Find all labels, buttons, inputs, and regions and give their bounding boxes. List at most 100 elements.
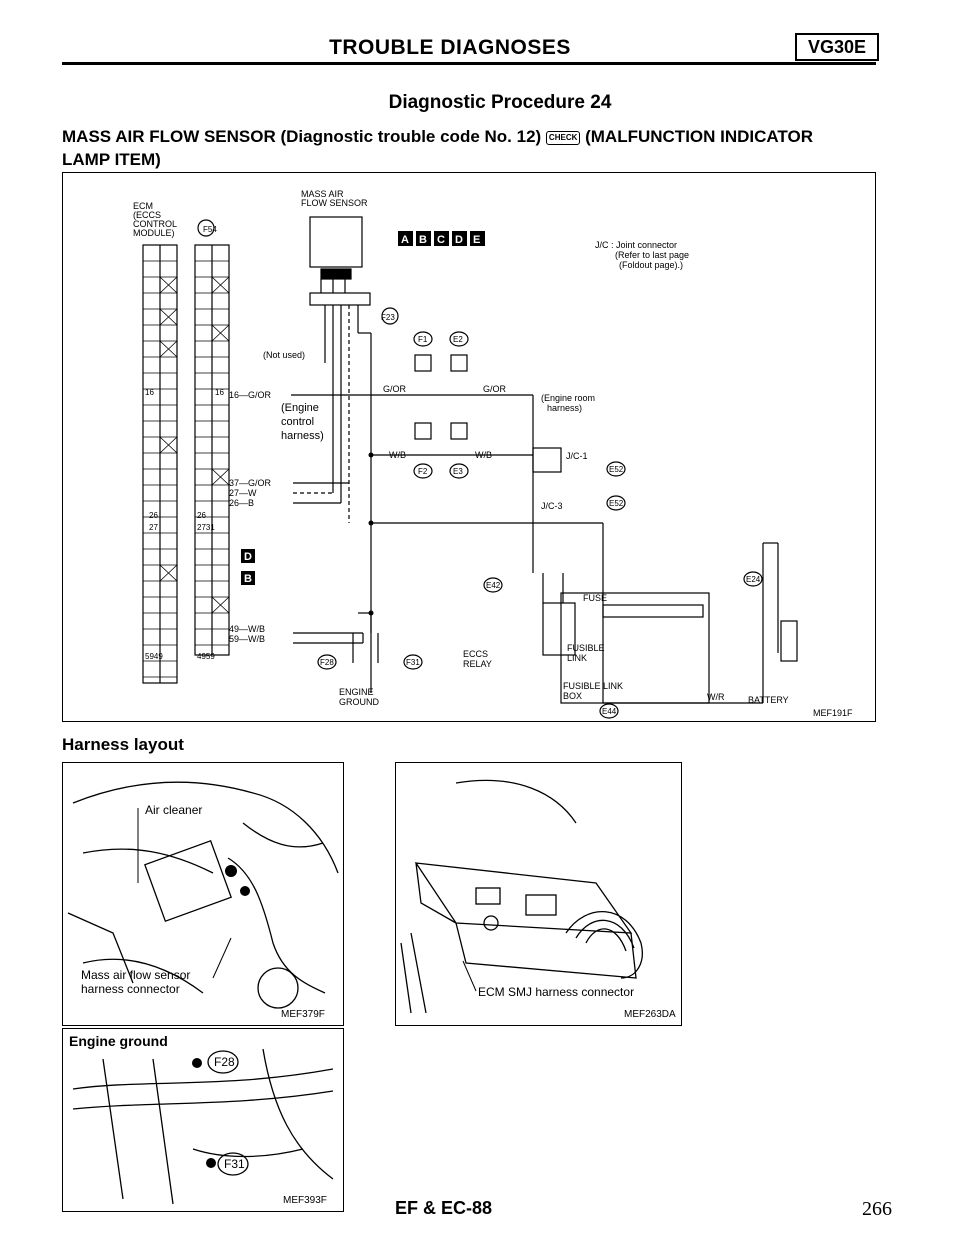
ecm-connector-id: F54	[203, 225, 217, 234]
engine-ground-label-2: GROUND	[339, 697, 379, 707]
wire-27-label: 27—W	[229, 488, 257, 498]
conn-e24: E24	[746, 575, 761, 584]
conn-f28: F28	[320, 658, 334, 667]
engine-harness-label-1: (Engine	[281, 402, 319, 414]
maf-connector-label-2: harness connector	[81, 982, 180, 996]
ecm-label-2: (ECCS	[133, 210, 161, 220]
wire-go-label-a: G/OR	[383, 384, 407, 394]
code-e: E	[473, 234, 480, 246]
procedure-title: Diagnostic Procedure 24	[388, 92, 612, 113]
code-d-mark: D	[244, 551, 252, 563]
conn-f31: F31	[406, 658, 420, 667]
ecm-pin-26-a: 26	[149, 511, 158, 520]
photo-3-sketch	[72, 1048, 334, 1205]
ecm-pin-cross	[159, 276, 178, 294]
photo-1-sketch	[67, 781, 339, 1009]
fusible-link-box-label-1: FUSIBLE LINK	[563, 681, 623, 691]
wire-16-label: 16—G/OR	[229, 390, 272, 400]
photo-f28-label: F28	[214, 1055, 235, 1069]
ecm-label-4: MODULE)	[133, 228, 175, 238]
diagram-ref: MEF191F	[813, 708, 853, 718]
page-number: 266	[862, 1198, 892, 1220]
jc-note-2: (Refer to last page	[615, 250, 689, 260]
fusible-link-box-label-2: BOX	[563, 691, 582, 701]
page-header-title: TROUBLE DIAGNOSES	[329, 36, 571, 59]
header-rule	[62, 62, 876, 65]
ecm-pin-2731-b: 2731	[197, 523, 215, 532]
subheading-part-b: (MALFUNCTION INDICATOR	[585, 127, 814, 146]
ecm-pin-16-a: 16	[145, 388, 154, 397]
fuse-label: FUSE	[583, 593, 607, 603]
engine-ground-title: Engine ground	[69, 1033, 168, 1049]
code-c: C	[437, 234, 445, 246]
ecm-label-1: ECM	[133, 201, 153, 211]
ecm-pin-26-b: 26	[197, 511, 206, 520]
jc3-label: J/C-3	[541, 501, 563, 511]
wiring-diagram-svg: ECM (ECCS CONTROL MODULE) MASS AIR FLOW …	[133, 189, 853, 719]
wire-59-label: 59—W/B	[229, 634, 265, 644]
conn-e52-a: E52	[609, 465, 624, 474]
subheading-part-a: MASS AIR FLOW SENSOR (Diagnostic trouble…	[62, 127, 542, 146]
subheading-line-2: LAMP ITEM)	[62, 150, 161, 169]
conn-e42: E42	[486, 581, 501, 590]
photo-2-ref: MEF263DA	[624, 1009, 676, 1020]
ecm-pin-cross	[211, 468, 230, 486]
photo-f31-label: F31	[224, 1157, 245, 1171]
ecm-pin-cross	[159, 564, 178, 582]
jc-note-1: J/C : Joint connector	[595, 240, 677, 250]
maf-label-1: MASS AIR	[301, 189, 344, 199]
conn-e52-b: E52	[609, 499, 624, 508]
photo-1-ref: MEF379F	[281, 1009, 325, 1020]
footer-code: EF & EC-88	[395, 1198, 493, 1218]
ecm-pin-16-b: 16	[215, 388, 224, 397]
conn-e44: E44	[602, 707, 617, 716]
wire-49-label: 49—W/B	[229, 624, 265, 634]
conn-f1: F1	[418, 335, 428, 344]
wire-wb-label-a: W/B	[389, 450, 406, 460]
ecm-pin-cross	[211, 324, 230, 342]
wire-37-label: 37—G/OR	[229, 478, 272, 488]
battery-label: BATTERY	[748, 695, 789, 705]
conn-e2: E2	[453, 335, 463, 344]
eccs-relay-label-2: RELAY	[463, 659, 492, 669]
code-b-mark: B	[244, 573, 252, 585]
air-cleaner-label: Air cleaner	[145, 803, 203, 817]
ecm-label-3: CONTROL	[133, 219, 177, 229]
ecm-pin-4959: 4959	[197, 652, 215, 661]
wiring-diagram: ECM (ECCS CONTROL MODULE) MASS AIR FLOW …	[62, 172, 876, 722]
photo-engine-ground: Engine ground F28 F31 MEF393F	[62, 1028, 344, 1212]
fusible-link-label-2: LINK	[567, 653, 587, 663]
code-a: A	[401, 234, 409, 246]
fusible-link-label-1: FUSIBLE	[567, 643, 605, 653]
ecm-connector-label: ECM SMJ harness connector	[478, 985, 635, 999]
photo-ecm-connector: ECM SMJ harness connector MEF263DA	[395, 762, 682, 1026]
wire-wb-label-b: W/B	[475, 450, 492, 460]
ecm-pin-5949: 5949	[145, 652, 163, 661]
ecm-pin-cross	[159, 436, 178, 454]
not-used-label: (Not used)	[263, 350, 305, 360]
conn-f2: F2	[418, 467, 428, 476]
engine-room-label-1: (Engine room	[541, 393, 595, 403]
ecm-pin-cross	[211, 596, 230, 614]
code-b: B	[419, 234, 427, 246]
engine-ground-label-1: ENGINE	[339, 687, 374, 697]
ecm-pin-cross	[211, 276, 230, 294]
maf-label-2: FLOW SENSOR	[301, 198, 368, 208]
ecm-pin-cross	[159, 340, 178, 358]
engine-harness-label-3: harness)	[281, 430, 324, 442]
ecm-pin-27-a: 27	[149, 523, 158, 532]
engine-badge: VG30E	[795, 33, 879, 61]
wire-26-label: 26—B	[229, 498, 254, 508]
harness-layout-title: Harness layout	[62, 735, 184, 754]
ecm-pin-cross	[159, 308, 178, 326]
code-d: D	[455, 234, 463, 246]
wire-go-label-b: G/OR	[483, 384, 507, 394]
photo-2-sketch	[400, 779, 643, 1014]
photo-3-ref: MEF393F	[283, 1195, 327, 1206]
photo-air-cleaner: Air cleaner Mass air flow sensor harness…	[62, 762, 344, 1026]
engine-room-label-2: harness)	[547, 403, 582, 413]
procedure-subheading: MASS AIR FLOW SENSOR (Diagnostic trouble…	[62, 125, 882, 171]
eccs-relay-label-1: ECCS	[463, 649, 488, 659]
conn-e3: E3	[453, 467, 463, 476]
maf-connector-label-1: Mass air flow sensor	[81, 968, 191, 982]
